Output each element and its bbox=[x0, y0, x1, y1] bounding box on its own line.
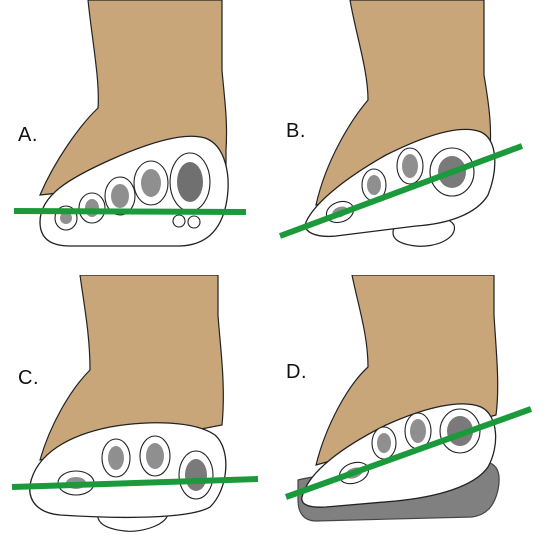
panel-label: A. bbox=[18, 124, 38, 146]
forefoot-cross-section-a bbox=[13, 0, 247, 247]
reference-line bbox=[11, 476, 259, 490]
panel-c: C. bbox=[0, 275, 276, 550]
reference-line bbox=[13, 208, 247, 215]
reference-line bbox=[278, 143, 524, 239]
panel-label: C. bbox=[18, 367, 39, 389]
leg bbox=[39, 275, 224, 461]
panel-a: A. bbox=[0, 0, 276, 275]
forefoot-cross-section-c bbox=[11, 275, 259, 532]
panel-label: D. bbox=[286, 361, 307, 383]
forefoot-cross-section-b bbox=[278, 0, 524, 247]
reference-line bbox=[284, 406, 533, 500]
panel-b: B. bbox=[276, 0, 552, 275]
panel-d: D. bbox=[276, 275, 552, 550]
panel-label: B. bbox=[286, 120, 306, 142]
forefoot-cross-section-d bbox=[284, 275, 533, 522]
